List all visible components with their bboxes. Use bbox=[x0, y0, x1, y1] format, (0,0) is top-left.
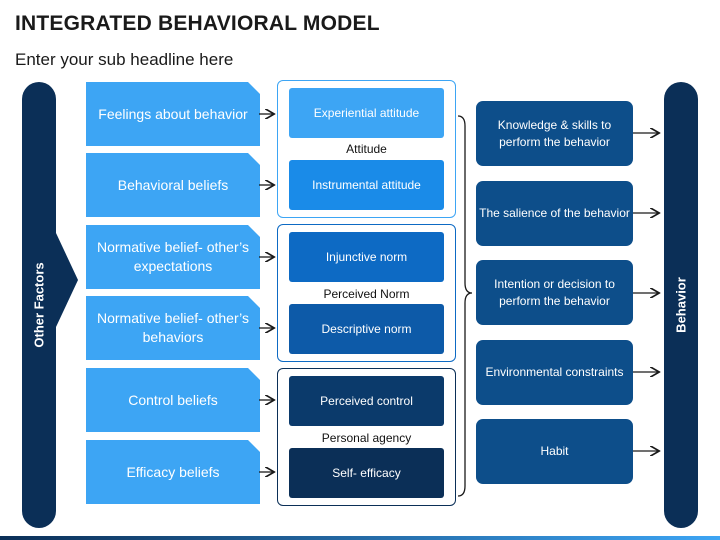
perceived-norm-label: Perceived Norm bbox=[323, 287, 410, 301]
belief-feelings: Feelings about behavior bbox=[86, 82, 260, 146]
belief-normative-behaviors: Normative belief- other’s behaviors bbox=[86, 296, 260, 360]
instrumental-attitude-box: Instrumental attitude bbox=[289, 160, 444, 210]
belief-normative-expectations: Normative belief- other’s expectations bbox=[86, 225, 260, 289]
page-subtitle: Enter your sub headline here bbox=[15, 50, 234, 69]
behavior-pillar: Behavior bbox=[664, 82, 698, 528]
other-factors-pillar: Other Factors bbox=[22, 82, 56, 528]
belief-efficacy: Efficacy beliefs bbox=[86, 440, 260, 504]
outcome-salience: The salience of the behavior bbox=[476, 181, 633, 246]
outcome-environmental: Environmental constraints bbox=[476, 340, 633, 405]
perceived-control-box: Perceived control bbox=[289, 376, 444, 426]
self-efficacy-box: Self- efficacy bbox=[289, 448, 444, 498]
other-factors-label: Other Factors bbox=[31, 262, 47, 348]
experiential-attitude-box: Experiential attitude bbox=[289, 88, 444, 138]
belief-behavioral: Behavioral beliefs bbox=[86, 153, 260, 217]
belief-control: Control beliefs bbox=[86, 368, 260, 432]
attitude-label: Attitude bbox=[346, 142, 387, 156]
injunctive-norm-box: Injunctive norm bbox=[289, 232, 444, 282]
descriptive-norm-box: Descriptive norm bbox=[289, 304, 444, 354]
outcome-knowledge: Knowledge & skills to perform the behavi… bbox=[476, 101, 633, 166]
outcome-habit: Habit bbox=[476, 419, 633, 484]
chevron-right-icon bbox=[56, 233, 78, 327]
outcome-intention: Intention or decision to perform the beh… bbox=[476, 260, 633, 325]
bottom-accent-bar bbox=[0, 536, 720, 540]
behavior-label: Behavior bbox=[673, 277, 689, 333]
page-title: INTEGRATED BEHAVIORAL MODEL bbox=[15, 12, 380, 35]
curly-brace-icon bbox=[457, 115, 473, 497]
personal-agency-label: Personal agency bbox=[321, 431, 412, 445]
